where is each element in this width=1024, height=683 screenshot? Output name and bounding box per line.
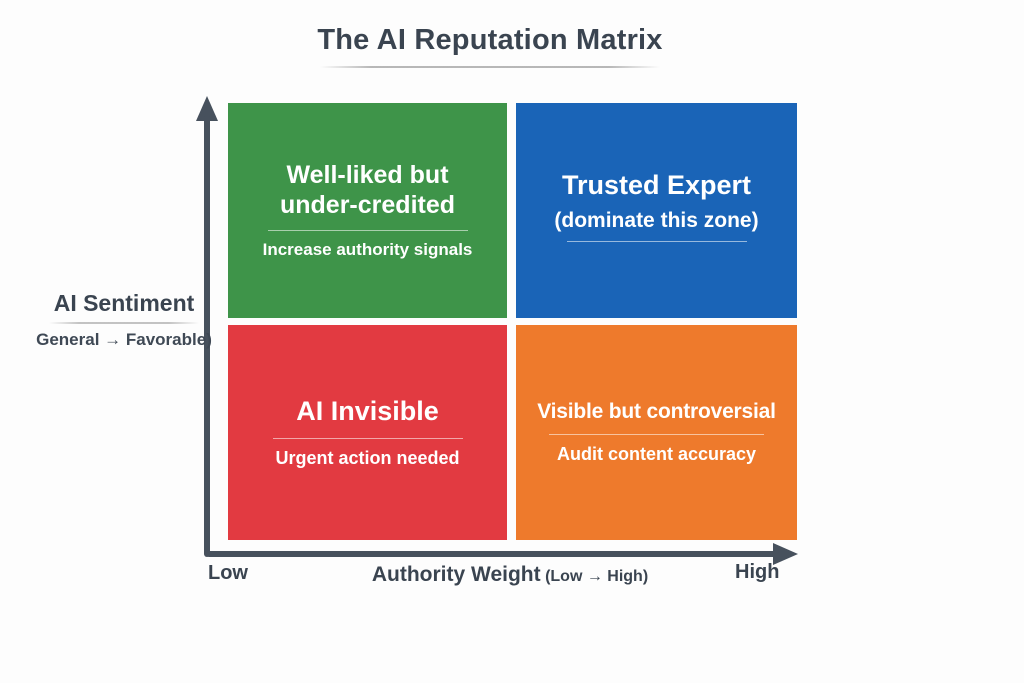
x-axis-range-label: (Low → High) xyxy=(545,568,649,585)
quadrant-trusted-expert: Trusted Expert (dominate this zone) xyxy=(516,103,797,318)
y-axis-title: AI Sentiment xyxy=(53,290,195,316)
quadrant-visible-but-controversial: Visible but controversial Audit content … xyxy=(516,325,797,540)
page-title: The AI Reputation Matrix xyxy=(317,24,663,56)
x-axis-min-label: Low xyxy=(208,562,248,584)
quadrant-subtitle: Urgent action needed xyxy=(275,447,460,468)
quadrant-divider xyxy=(272,437,463,439)
y-axis-label-block: AI Sentiment General → Favorable) xyxy=(34,290,214,350)
x-axis-max-label: High xyxy=(735,561,780,583)
quadrant-subtitle: (dominate this zone) xyxy=(554,209,759,233)
x-axis-title: Authority Weight xyxy=(371,563,541,586)
y-axis-line xyxy=(204,114,210,557)
up-arrow-icon xyxy=(196,96,218,121)
quadrant-title: AI Invisible xyxy=(296,396,439,427)
x-axis-line xyxy=(206,551,780,557)
page-title-wrap: The AI Reputation Matrix xyxy=(240,24,740,57)
title-underline xyxy=(320,66,660,68)
right-arrow-icon xyxy=(773,543,798,565)
y-axis-range-label: General → Favorable) xyxy=(36,330,212,349)
quadrant-title: Visible but controversial xyxy=(537,399,776,423)
x-axis-caption: Authority Weight (Low → High) xyxy=(310,563,710,587)
quadrant-well-liked-under-credited: Well-liked but under-credited Increase a… xyxy=(228,103,507,318)
quadrant-title: Well-liked but under-credited xyxy=(279,161,456,219)
quadrant-subtitle: Increase authority signals xyxy=(262,240,473,259)
quadrant-ai-invisible: AI Invisible Urgent action needed xyxy=(228,325,507,540)
quadrant-title: Trusted Expert xyxy=(561,169,752,200)
quadrant-subtitle: Audit content accuracy xyxy=(556,444,757,465)
quadrant-divider xyxy=(566,241,747,243)
y-axis-underline xyxy=(49,322,199,324)
quadrant-divider xyxy=(549,434,764,436)
quadrant-divider xyxy=(267,230,468,231)
